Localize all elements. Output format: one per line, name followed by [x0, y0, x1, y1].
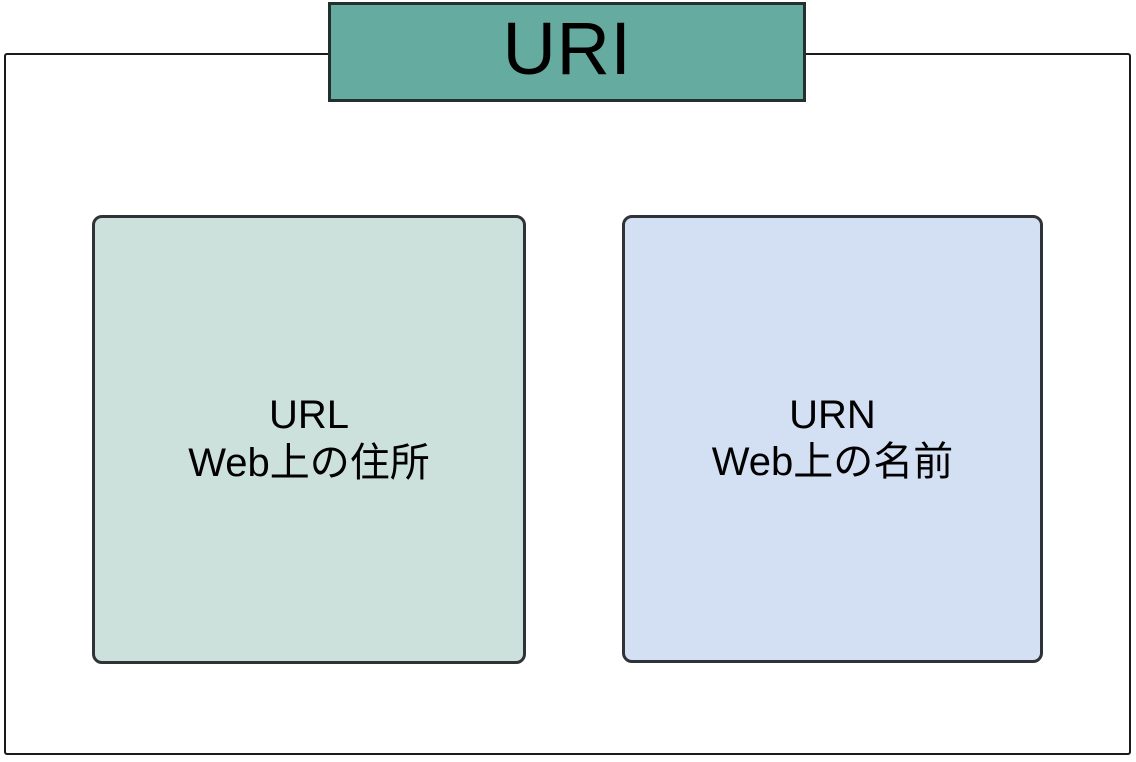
url-box: URL Web上の住所	[92, 215, 526, 664]
url-title: URL	[268, 393, 350, 438]
urn-title: URN	[789, 392, 876, 437]
urn-subtitle: Web上の名前	[711, 440, 954, 484]
url-subtitle: Web上の住所	[188, 440, 430, 485]
urn-box: URN Web上の名前	[622, 215, 1043, 663]
uri-header-label: URI	[502, 7, 632, 90]
uri-header-banner: URI	[328, 2, 806, 102]
